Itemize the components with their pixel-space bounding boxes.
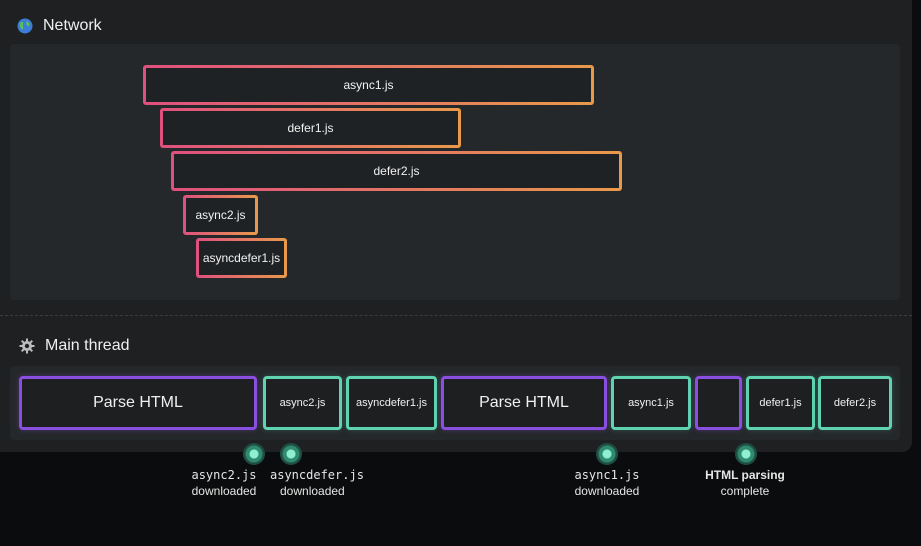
task-defer1: defer1.js (746, 376, 815, 430)
request-label: defer1.js (287, 121, 334, 135)
event-label-async1: async1.js downloaded (557, 467, 657, 499)
event-marker (280, 443, 302, 465)
event-label-line2: complete (720, 484, 770, 498)
request-label: async1.js (343, 78, 394, 92)
network-header: Network (17, 17, 102, 35)
event-label-line2: downloaded (574, 484, 640, 498)
task-parse-html-short (695, 376, 742, 430)
task-parse-html: Parse HTML (441, 376, 607, 430)
task-asyncdefer1: asyncdefer1.js (346, 376, 437, 430)
request-bar-defer1: defer1.js (160, 108, 461, 148)
task-label: defer2.js (833, 397, 877, 409)
event-marker (243, 443, 265, 465)
task-label: defer1.js (759, 397, 802, 409)
event-marker (735, 443, 757, 465)
task-defer2: defer2.js (818, 376, 892, 430)
request-bar-async2: async2.js (183, 195, 258, 235)
task-parse-html: Parse HTML (19, 376, 257, 430)
event-label-line1: HTML parsing (705, 468, 785, 482)
task-async1: async1.js (611, 376, 691, 430)
request-label: asyncdefer1.js (202, 251, 281, 265)
event-marker (596, 443, 618, 465)
task-label: async1.js (628, 397, 674, 409)
network-title: Network (43, 17, 102, 34)
task-label: async2.js (279, 397, 326, 409)
main-thread-title: Main thread (45, 337, 130, 354)
request-bar-defer2: defer2.js (171, 151, 622, 191)
gear-icon (19, 338, 35, 354)
main-thread-header: Main thread (19, 337, 130, 355)
section-divider (0, 315, 912, 316)
request-label: async2.js (195, 208, 246, 222)
task-label: Parse HTML (93, 394, 183, 411)
request-label: defer2.js (373, 164, 420, 178)
event-label-line1: async2.js (191, 468, 257, 482)
task-label: Parse HTML (479, 394, 569, 411)
event-label-html-parsing: HTML parsing complete (695, 467, 795, 499)
event-label-line2: downloaded (280, 484, 345, 498)
request-bar-asyncdefer1: asyncdefer1.js (196, 238, 287, 278)
event-label-line2: downloaded (191, 484, 257, 498)
event-label-line1: async1.js (574, 468, 640, 482)
task-async2: async2.js (263, 376, 342, 430)
request-bar-async1: async1.js (143, 65, 594, 105)
event-label-async2: async2.js downloaded (174, 467, 274, 499)
globe-icon (17, 18, 33, 34)
event-label-line1: asyncdefer.js (270, 468, 364, 482)
event-label-asyncdefer: asyncdefer.js downloaded (270, 467, 380, 499)
task-label: asyncdefer1.js (356, 397, 427, 409)
